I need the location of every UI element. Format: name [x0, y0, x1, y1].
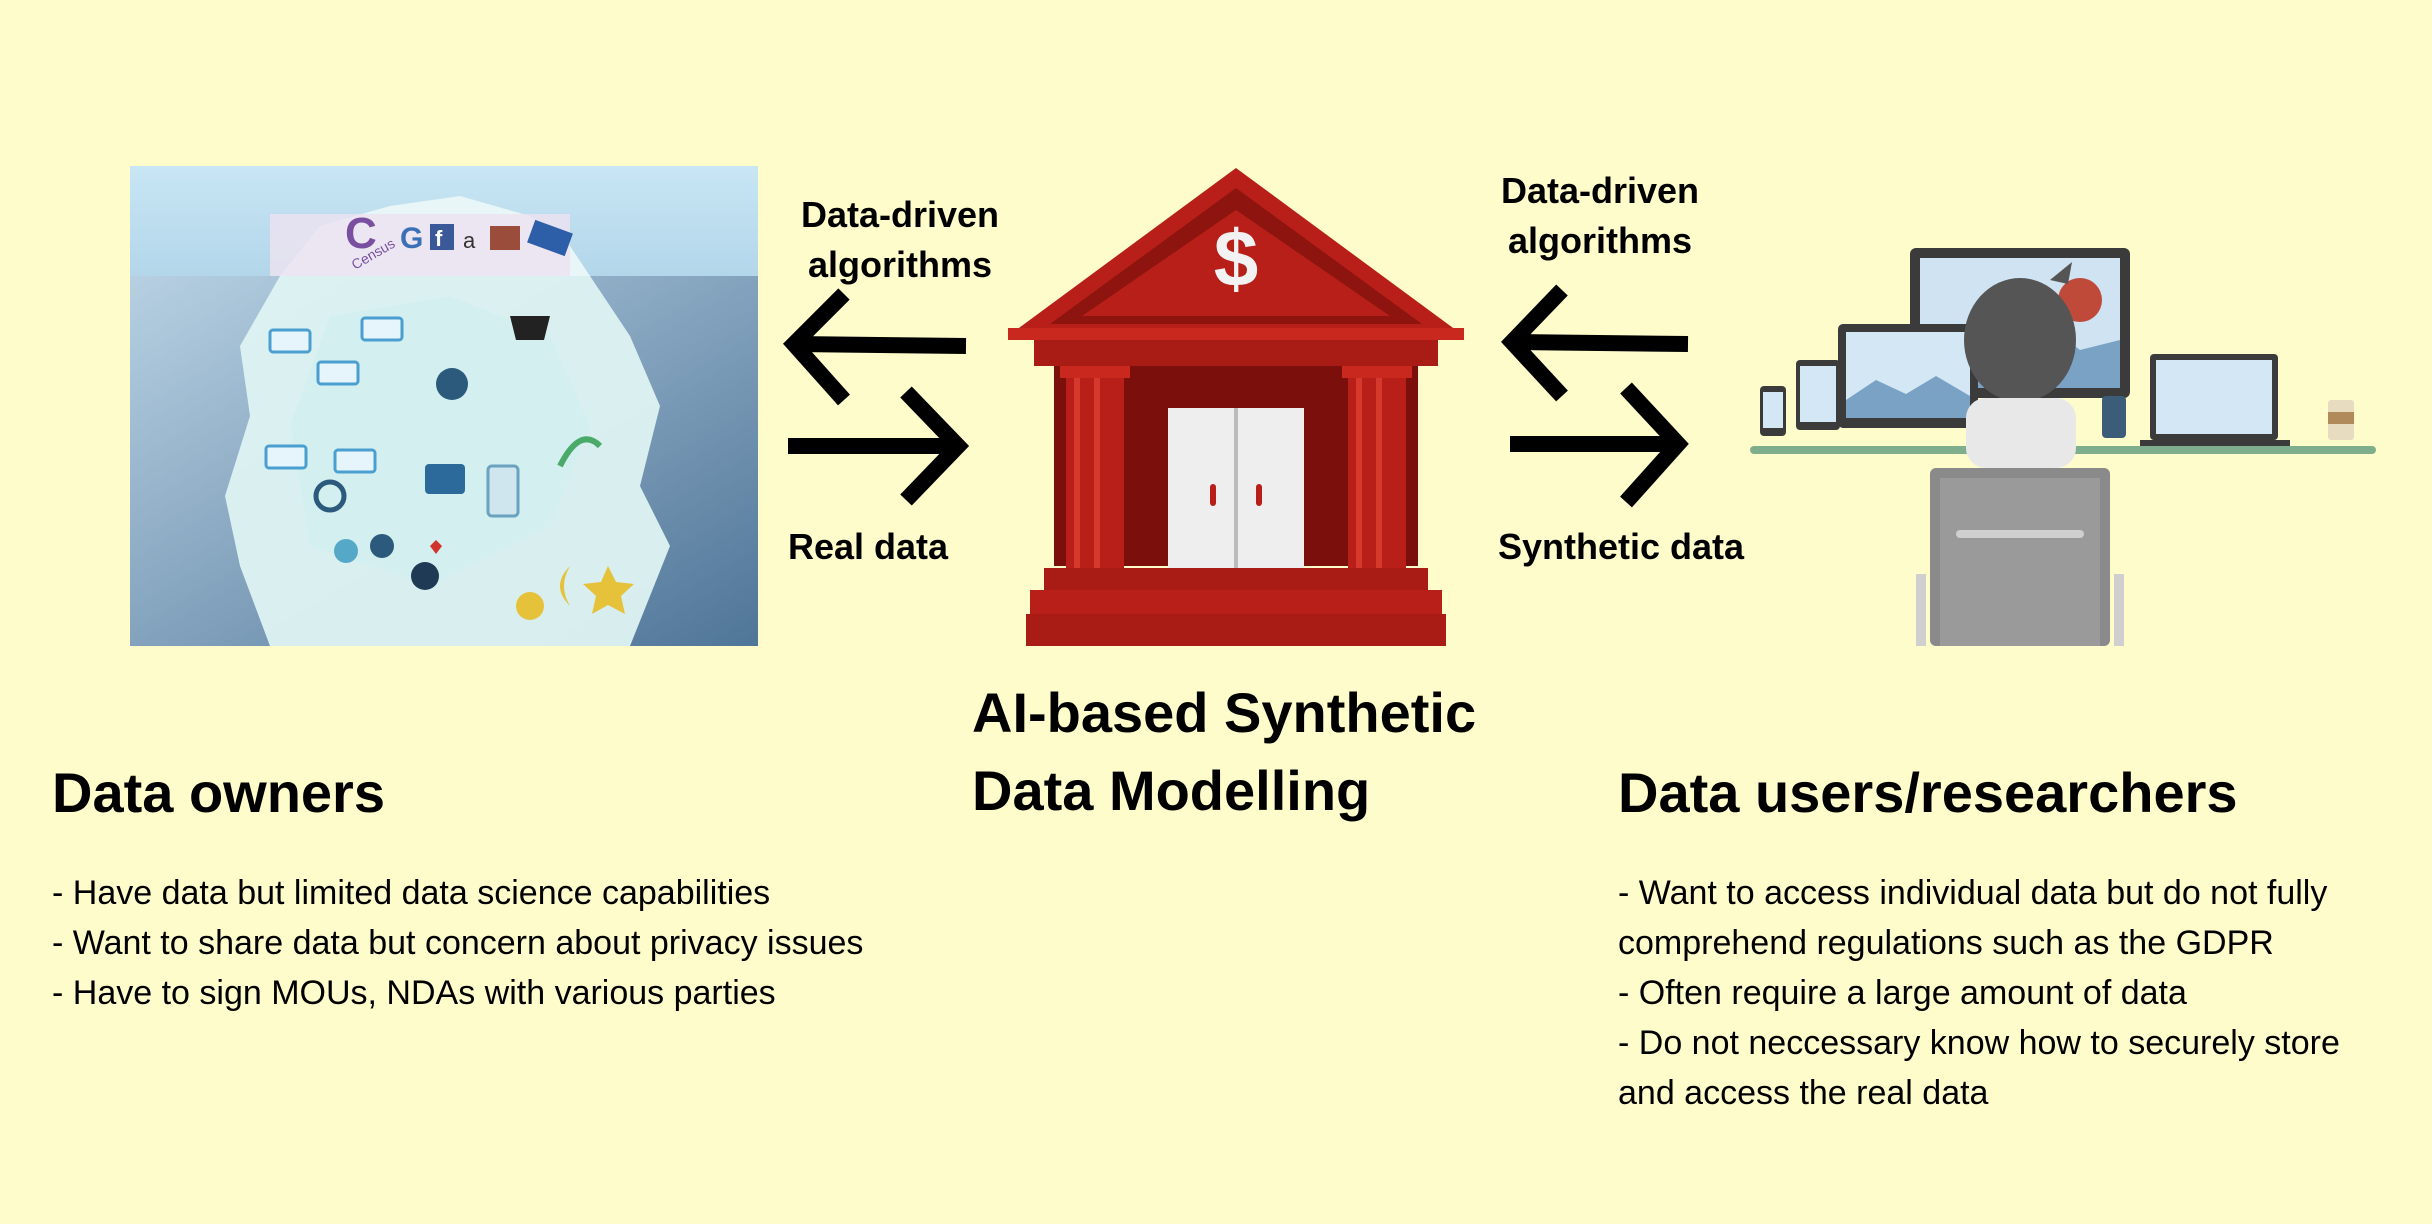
arrow-right-icon	[788, 386, 970, 506]
list-item: - Want to share data but concern about p…	[52, 924, 864, 962]
left-bottom-label: Real data	[788, 526, 949, 567]
list-item: - Have to sign MOUs, NDAs with various p…	[52, 974, 776, 1012]
list-item: - Often require a large amount of data	[1618, 974, 2187, 1012]
facebook-logo: f	[435, 226, 443, 251]
list-item: - Do not neccessary know how to securely…	[1618, 1024, 2340, 1062]
left-bullet-list: - Have data but limited data science cap…	[52, 868, 863, 1018]
left-heading: Data owners	[52, 761, 385, 824]
right-top-label: Data-driven algorithms	[1500, 170, 1700, 261]
list-item: and access the real data	[1618, 1074, 1989, 1112]
list-item: - Want to access individual data but do …	[1618, 874, 2328, 912]
center-heading: AI-based Synthetic Data Modelling	[972, 681, 1477, 822]
census-c-logo: C	[345, 209, 377, 258]
iceberg-illustration: C Census G f a	[130, 166, 758, 646]
arrow-left-icon	[1501, 284, 1689, 402]
google-logo: G	[400, 222, 423, 255]
researcher-illustration	[1750, 240, 2376, 646]
right-heading: Data users/researchers	[1618, 761, 2238, 824]
right-bottom-label: Synthetic data	[1498, 526, 1745, 567]
money-icons	[264, 316, 404, 474]
arrow-left-icon	[782, 288, 967, 406]
list-item: - Have data but limited data science cap…	[52, 874, 771, 912]
right-arrows	[1496, 276, 1696, 512]
left-arrows	[780, 280, 970, 510]
list-item: comprehend regulations such as the GDPR	[1618, 924, 2274, 962]
right-bullet-list: - Want to access individual data but do …	[1618, 868, 2340, 1118]
bank-building-illustration: $	[1004, 166, 1468, 646]
amazon-logo: a	[463, 228, 476, 253]
arrow-right-icon	[1510, 382, 1689, 508]
dollar-icon: $	[1214, 214, 1259, 303]
left-top-label: Data-driven algorithms	[800, 194, 1000, 285]
